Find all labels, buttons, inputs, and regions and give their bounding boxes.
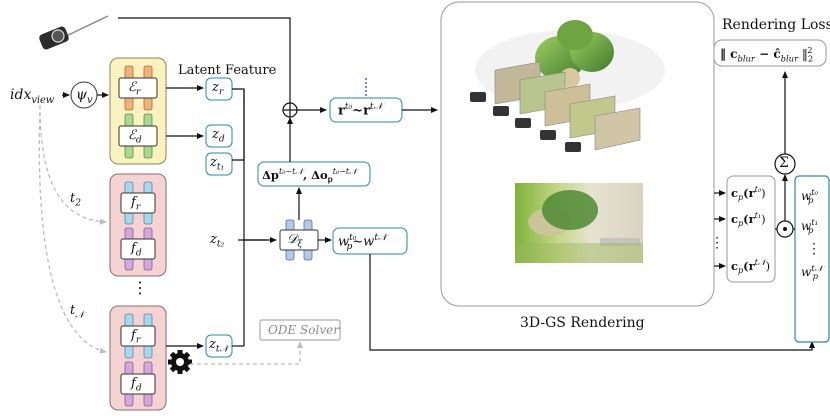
enc-r-label: ℰr <box>128 80 141 98</box>
encoder-d-block <box>118 113 158 159</box>
psi-label: ψv <box>76 87 93 106</box>
sum-label: Σ <box>779 155 789 171</box>
cp-vdots: ⋮ <box>710 235 724 251</box>
delta-label: Δ𝐩t₀~t𝒩, Δ𝐨𝐩t₀~t𝒩 <box>262 167 357 185</box>
z-t1-box <box>205 152 233 176</box>
latent-feature-label: Latent Feature <box>178 63 277 78</box>
decoder-label: 𝒟ξ <box>287 232 303 250</box>
encoder-group <box>109 57 167 165</box>
ode-solver-label: ODE Solver <box>268 323 339 337</box>
gs-rendering-label: 3D-GS Rendering <box>520 315 645 331</box>
f-d-label-tN: fd <box>131 376 142 394</box>
w-vdots: ⋮ <box>807 241 821 257</box>
camera-frames-image <box>494 61 641 151</box>
idx-view-label: idxview <box>10 87 55 106</box>
rays-label: 𝐫t₀~𝐫t𝒩 <box>338 102 383 119</box>
z-r-label: zr <box>212 80 224 98</box>
weights-column-box <box>794 175 830 343</box>
cp-t1-label: 𝐜p(𝐫t₁) <box>731 211 766 229</box>
blurred-render-image <box>515 183 643 263</box>
w-t0-label: wt₀p <box>801 187 819 206</box>
z-tN-label: zt𝒩 <box>209 337 229 355</box>
gear-icon <box>168 350 192 374</box>
dashed-frame-arrows <box>38 104 107 354</box>
z-t1-label: zt₁ <box>210 155 225 173</box>
tN-label: t𝒩 <box>70 303 84 321</box>
frame-net-tN-d <box>120 361 156 407</box>
frame-net-t2-r <box>120 181 156 225</box>
z-d-label: zd <box>212 127 225 145</box>
encoder-r-block <box>118 65 158 111</box>
vertical-dots: ⋮ <box>132 278 148 297</box>
frame-net-tN-r <box>120 313 156 359</box>
top-path-lines <box>118 17 291 104</box>
z-t2-label: zt₂ <box>210 232 225 250</box>
f-r-label-tN: fr <box>131 328 141 346</box>
weights-label: wt₀p~wt𝒩 <box>338 233 387 252</box>
cp-t0-label: 𝐜p(𝐫t₀) <box>731 185 766 203</box>
camera-icon <box>39 15 109 50</box>
camera-trajectory-icons <box>470 92 581 152</box>
w-t1-label: wt₁p <box>801 217 819 236</box>
enc-d-label: ℰd <box>128 128 142 146</box>
f-r-label-t2: fr <box>131 195 141 213</box>
delta-box <box>257 161 371 187</box>
w-tN-label: wt𝒩p <box>801 263 823 282</box>
loss-formula-label: ‖ 𝐜blur − 𝐜̂blur ‖22 <box>720 45 814 64</box>
frame-network-group-t2 <box>109 173 167 277</box>
rendering-loss-label: Rendering Loss <box>722 17 830 33</box>
z-d-box <box>205 124 233 148</box>
frame-net-t2-d <box>120 227 156 271</box>
ode-solver-box <box>259 319 341 341</box>
cp-tN-label: 𝐜p(𝐫t𝒩) <box>731 258 771 276</box>
loss-box <box>713 39 827 67</box>
f-d-label-t2: fd <box>131 241 142 259</box>
t2-label: t2 <box>70 191 82 209</box>
